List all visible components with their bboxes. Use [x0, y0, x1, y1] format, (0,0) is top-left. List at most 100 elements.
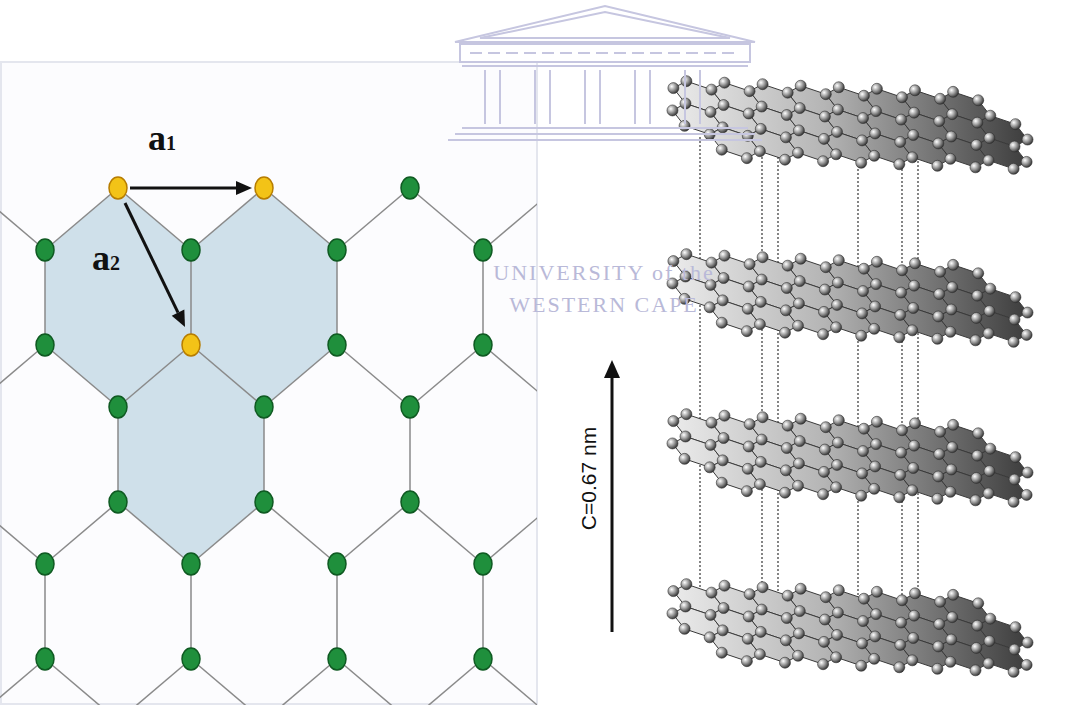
- carbon-ball: [719, 410, 730, 421]
- carbon-ball: [971, 642, 982, 653]
- carbon-ball: [782, 260, 793, 271]
- carbon-ball: [793, 298, 804, 309]
- carbon-ball: [910, 258, 921, 269]
- layer-spacing-arrow: [604, 360, 620, 632]
- carbon-ball: [754, 479, 765, 490]
- carbon-ball: [680, 431, 691, 442]
- carbon-ball: [757, 412, 768, 423]
- carbon-ball: [945, 326, 956, 337]
- carbon-ball: [858, 593, 869, 604]
- carbon-ball: [820, 592, 831, 603]
- carbon-ball: [668, 416, 679, 427]
- carbon-ball: [983, 155, 994, 166]
- carbon-ball: [681, 579, 692, 590]
- carbon-ball: [742, 633, 753, 644]
- carbon-ball: [792, 480, 803, 491]
- sheet-hexagon: [786, 130, 836, 161]
- carbon-atom: [401, 396, 419, 418]
- carbon-ball: [907, 152, 918, 163]
- graphene-sheet: [667, 579, 1033, 678]
- carbon-ball: [909, 107, 920, 118]
- carbon-ball: [858, 90, 869, 101]
- carbon-ball: [1022, 467, 1033, 478]
- carbon-ball: [744, 589, 755, 600]
- carbon-atom: [182, 239, 200, 261]
- carbon-ball: [820, 422, 831, 433]
- carbon-ball: [704, 302, 715, 313]
- carbon-ball: [755, 626, 766, 637]
- vector-label: a1: [148, 120, 176, 156]
- dimension-label: C=0.67 nm: [579, 426, 600, 529]
- carbon-ball: [667, 105, 678, 116]
- basis-atom: [182, 334, 200, 356]
- carbon-ball: [779, 154, 790, 165]
- carbon-atom: [36, 648, 54, 670]
- carbon-ball: [781, 613, 792, 624]
- carbon-ball: [794, 276, 805, 287]
- sheet-hexagon: [748, 462, 798, 493]
- carbon-ball: [857, 468, 868, 479]
- vector-arrow-head: [236, 181, 252, 195]
- sheet-hexagon: [748, 302, 798, 333]
- carbon-ball: [857, 638, 868, 649]
- carbon-ball: [870, 461, 881, 472]
- carbon-ball: [896, 617, 907, 628]
- carbon-ball: [1008, 336, 1019, 347]
- bond-line: [45, 659, 118, 705]
- carbon-ball: [754, 649, 765, 660]
- carbon-ball: [831, 629, 842, 640]
- carbon-ball: [1009, 141, 1020, 152]
- carbon-ball: [934, 116, 945, 127]
- graphene-sheet: [667, 76, 1033, 175]
- carbon-ball: [793, 125, 804, 136]
- carbon-ball: [970, 335, 981, 346]
- carbon-ball: [857, 308, 868, 319]
- carbon-ball: [754, 146, 765, 157]
- carbon-ball: [818, 659, 829, 670]
- carbon-ball: [871, 83, 882, 94]
- carbon-ball: [780, 635, 791, 646]
- sheet-hexagon: [748, 129, 798, 160]
- carbon-ball: [856, 330, 867, 341]
- carbon-ball: [972, 620, 983, 631]
- stacking-line: [699, 125, 700, 628]
- carbon-ball: [668, 83, 679, 94]
- carbon-ball: [782, 590, 793, 601]
- carbon-ball: [795, 413, 806, 424]
- sheet-hexagon: [672, 437, 722, 468]
- carbon-ball: [818, 133, 829, 144]
- carbon-ball: [907, 485, 918, 496]
- carbon-ball: [794, 103, 805, 114]
- watermark: WESTERN CAPE: [509, 294, 699, 316]
- carbon-ball: [1022, 134, 1033, 145]
- carbon-ball: [909, 610, 920, 621]
- carbon-ball: [818, 156, 829, 167]
- carbon-ball: [947, 109, 958, 120]
- carbon-ball: [757, 582, 768, 593]
- carbon-ball: [857, 135, 868, 146]
- carbon-ball: [744, 259, 755, 270]
- bond-line: [483, 345, 537, 407]
- stacking-line: [917, 125, 918, 628]
- bond-line: [191, 659, 264, 705]
- carbon-ball: [945, 486, 956, 497]
- carbon-ball: [717, 295, 728, 306]
- bond-line: [118, 502, 191, 564]
- graphene-sheet: [667, 409, 1033, 508]
- carbon-ball: [910, 418, 921, 429]
- carbon-atom: [328, 334, 346, 356]
- carbon-ball: [741, 153, 752, 164]
- graphene-lattice: [0, 177, 537, 705]
- carbon-ball: [757, 252, 768, 263]
- carbon-ball: [935, 266, 946, 277]
- carbon-atom: [401, 491, 419, 513]
- sheet-hexagon: [862, 306, 912, 337]
- carbon-ball: [856, 157, 867, 168]
- carbon-ball: [744, 86, 755, 97]
- carbon-ball: [705, 106, 716, 117]
- sheet-hexagon: [900, 135, 950, 166]
- carbon-ball: [895, 639, 906, 650]
- bond-line: [264, 502, 337, 564]
- sheet-hexagon: [862, 133, 912, 164]
- carbon-ball: [717, 625, 728, 636]
